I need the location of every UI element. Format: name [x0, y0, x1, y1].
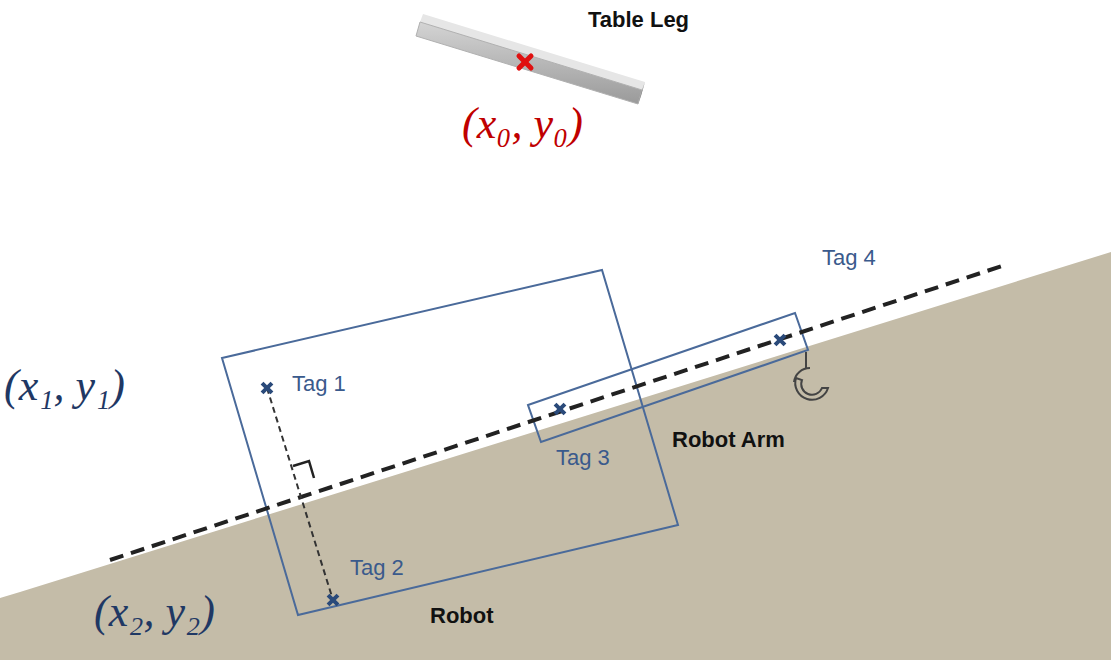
part-label: Robot Arm: [672, 428, 785, 452]
robot-arm-link: [528, 313, 808, 442]
perpendicular-line: [267, 388, 333, 600]
table-leg-center-mark: [519, 56, 531, 68]
coordinate-label: (x₀, y₀): [462, 100, 583, 148]
right-angle-mark: [293, 461, 314, 478]
tag-label: Tag 2: [350, 556, 404, 580]
tag-markers: [257, 330, 790, 610]
ground-slope: [0, 252, 1111, 660]
robot-body: [222, 270, 678, 615]
part-label: Robot: [430, 604, 494, 628]
tag-label: Tag 1: [292, 372, 346, 396]
dashed-heading-line: [110, 265, 1005, 560]
tag-label: Tag 3: [556, 446, 610, 470]
part-label: Table Leg: [588, 8, 689, 32]
tag-label: Tag 4: [822, 246, 876, 270]
robot-arm-gripper: [794, 352, 828, 400]
coordinate-label: (x₁, y₁): [4, 362, 125, 410]
coordinate-label: (x₂, y₂): [94, 588, 215, 636]
